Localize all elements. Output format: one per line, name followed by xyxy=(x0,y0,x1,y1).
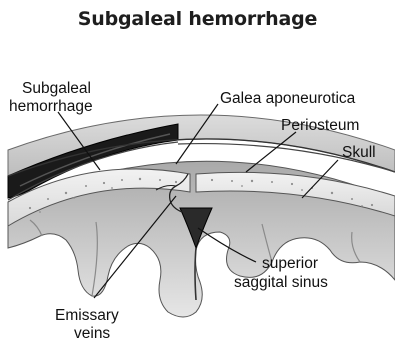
label-subgaleal-hemorrhage: Subgaleal xyxy=(22,80,91,97)
label-periosteum: Periosteum xyxy=(281,117,359,134)
label-superior-saggital-sinus: superior xyxy=(262,255,318,272)
label-subgaleal-hemorrhage: hemorrhage xyxy=(9,98,93,115)
label-superior-saggital-sinus: saggital sinus xyxy=(234,274,328,291)
label-skull: Skull xyxy=(342,144,376,161)
label-emissary-veins: veins xyxy=(74,325,110,342)
label-emissary-veins: Emissary xyxy=(55,307,119,324)
label-galea-aponeurotica: Galea aponeurotica xyxy=(220,90,356,107)
